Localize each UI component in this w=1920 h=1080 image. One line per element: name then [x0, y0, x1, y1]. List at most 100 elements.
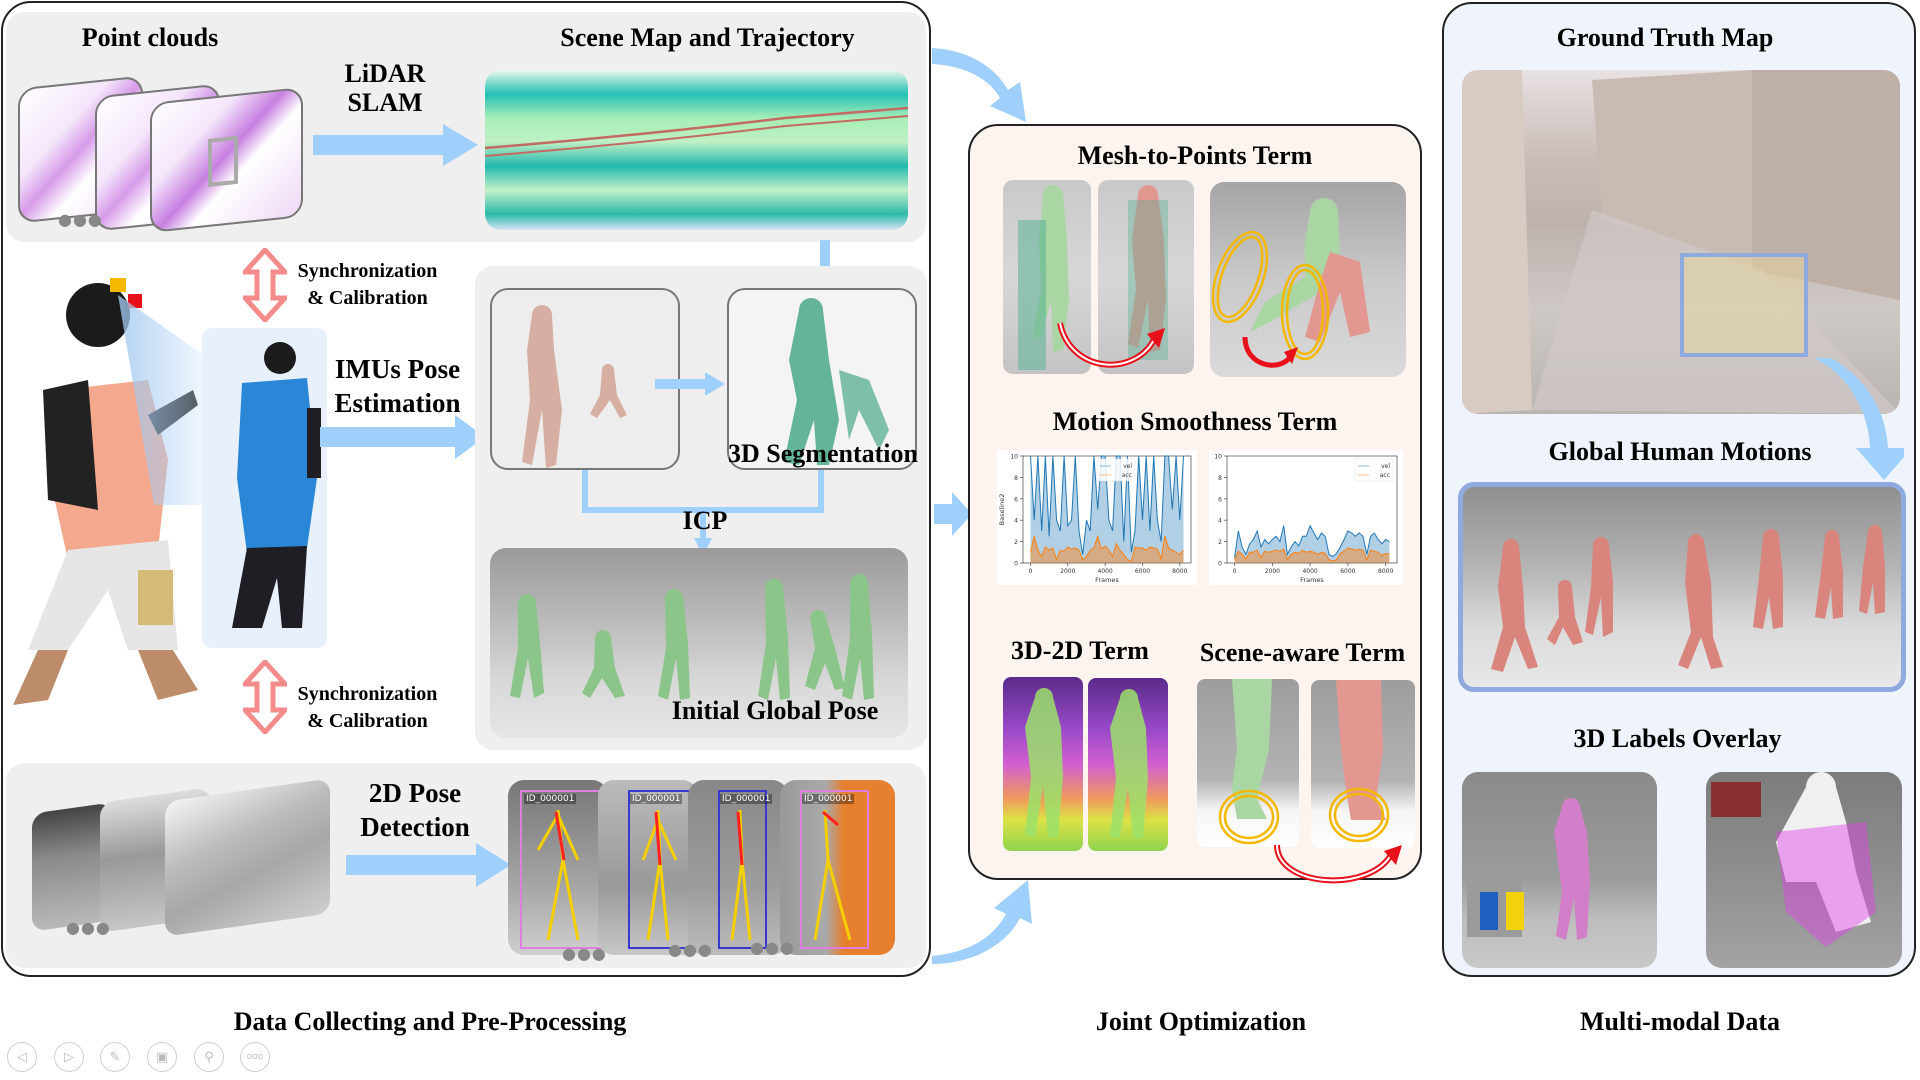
section-data-collecting: Data Collecting and Pre-Processing	[233, 1007, 627, 1036]
sync-arrow-bottom	[243, 660, 287, 734]
y-tick-label: 6	[1218, 496, 1222, 503]
detection-frame-3: ID_000001	[688, 780, 788, 955]
y-tick-label: 2	[1014, 539, 1018, 546]
ground-truth-title: Ground Truth Map	[1556, 23, 1774, 52]
y-tick-label: 0	[1014, 561, 1018, 568]
overlay-walking	[1462, 772, 1657, 968]
arrow-to-global-motions	[1814, 358, 1904, 480]
scene-map-title: Scene Map and Trajectory	[560, 23, 855, 52]
y-tick-label: 4	[1014, 518, 1018, 525]
detection-frame-2: ID_000001	[598, 780, 698, 955]
pen-button[interactable]: ✎	[100, 1042, 130, 1072]
overlay-sitting	[1706, 772, 1902, 968]
more-video-frames-indicator: ●●●	[66, 918, 111, 937]
sync-arrow-top	[243, 248, 287, 322]
x-tick-label: 4000	[1302, 568, 1317, 575]
mesh-to-points-title: Mesh-to-Points Term	[1077, 141, 1313, 170]
bbox-3	[718, 790, 767, 949]
legend-label-vel: vel	[1123, 463, 1132, 470]
legend-label-acc: acc	[1380, 472, 1390, 479]
x-tick-label: 8000	[1172, 568, 1187, 575]
initial-pose-view	[490, 548, 908, 738]
more-detections-indicator-3: ●●●	[750, 938, 795, 957]
detection-frame-4: ID_000001	[780, 780, 895, 955]
point-cloud-frame-3	[150, 86, 303, 234]
arrow-to-joint-optimization-middle	[934, 492, 972, 536]
section-multimodal: Multi-modal Data	[1579, 1007, 1781, 1036]
more-detections-indicator-1: ●●●	[562, 944, 607, 963]
magnifier-icon: ⚲	[204, 1049, 214, 1065]
y-axis-label: Baseline2	[998, 494, 1006, 526]
zoom-button[interactable]: ⚲	[194, 1042, 224, 1072]
x-tick-label: 0	[1233, 568, 1237, 575]
labels-overlay-title: 3D Labels Overlay	[1573, 724, 1782, 753]
y-tick-label: 0	[1218, 561, 1222, 568]
x-tick-label: 2000	[1060, 568, 1075, 575]
track-id-3: ID_000001	[720, 794, 773, 804]
more-button[interactable]: ooo	[240, 1042, 270, 1072]
arrow-imu-to-pose	[320, 415, 485, 459]
series-band-vel	[1030, 456, 1184, 563]
motion-smoothness-title: Motion Smoothness Term	[1052, 407, 1338, 436]
y-tick-label: 10	[1214, 454, 1222, 461]
previous-slide-button[interactable]: ◁	[7, 1042, 37, 1072]
arrow-lidar-to-map	[313, 124, 478, 166]
y-tick-label: 4	[1218, 518, 1222, 525]
series-line-acc	[1030, 534, 1184, 562]
more-icon: ooo	[246, 1052, 264, 1062]
x-tick-label: 0	[1029, 568, 1033, 575]
y-tick-label: 8	[1014, 475, 1018, 482]
zoom-region-box	[1680, 253, 1808, 357]
point-clouds-title: Point clouds	[81, 23, 219, 52]
series-band-vel	[1234, 525, 1390, 563]
skeleton-1	[536, 809, 580, 941]
arrow-to-joint-optimization-top	[932, 48, 1026, 122]
initial-pose-label: Initial Global Pose	[671, 696, 879, 725]
segmentation-view	[727, 288, 917, 470]
legend-label-acc: acc	[1122, 472, 1132, 479]
x-axis-label: Frames	[1300, 576, 1324, 584]
y-tick-label: 6	[1014, 496, 1018, 503]
ground-truth-map	[1462, 70, 1900, 414]
skeleton-2	[641, 809, 678, 941]
track-id-4: ID_000001	[802, 794, 855, 804]
target-view	[202, 328, 327, 648]
projection-before	[1003, 677, 1083, 851]
chevron-left-icon: ◁	[17, 1049, 27, 1065]
x-tick-label: 8000	[1378, 568, 1393, 575]
skeleton-3	[730, 809, 752, 941]
scene-aware-term-title: Scene-aware Term	[1199, 638, 1406, 667]
global-motions-view	[1458, 482, 1906, 692]
trajectory-line	[485, 106, 908, 157]
series-line-acc	[1234, 547, 1390, 562]
bbox-4	[800, 790, 869, 949]
track-id-2: ID_000001	[630, 794, 683, 804]
arrow-pose-to-segmentation	[655, 372, 725, 396]
y-tick-label: 8	[1218, 475, 1222, 482]
series-band-acc	[1030, 536, 1184, 563]
segmentation-label: 3D Segmentation	[728, 439, 918, 468]
scene-contact-before	[1197, 679, 1299, 847]
scene-contact-after	[1311, 680, 1415, 848]
detection-frame-1: ID_000001	[508, 780, 608, 955]
x-tick-label: 4000	[1097, 568, 1112, 575]
y-tick-label: 2	[1218, 539, 1222, 546]
next-slide-button[interactable]: ▷	[54, 1042, 84, 1072]
x-axis-label: Frames	[1095, 576, 1119, 584]
global-motions-title: Global Human Motions	[1548, 437, 1812, 466]
slides-overview-button[interactable]: ▣	[147, 1042, 177, 1072]
series-line-vel	[1030, 455, 1184, 555]
refine-arrow-1	[1057, 322, 1165, 368]
arrow-to-joint-optimization-bottom	[932, 880, 1032, 964]
x-tick-label: 6000	[1135, 568, 1150, 575]
refine-arrow-2	[1274, 844, 1402, 884]
pen-icon: ✎	[109, 1049, 121, 1065]
x-tick-label: 6000	[1340, 568, 1355, 575]
arrow-to-pose-detection	[346, 843, 511, 887]
series-line-vel	[1234, 524, 1390, 558]
